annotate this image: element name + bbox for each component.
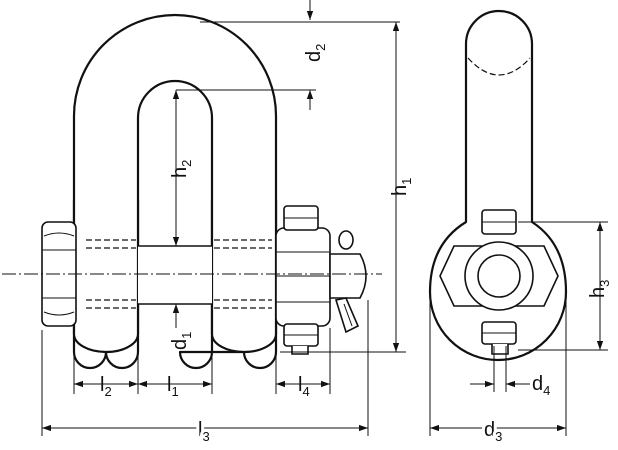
label-l1: l1 <box>167 374 179 399</box>
label-d3: d3 <box>484 419 502 444</box>
dimensions <box>41 0 608 436</box>
bow-right-arm-outline <box>210 200 278 354</box>
side-view <box>428 9 568 362</box>
label-l3: l3 <box>198 419 210 444</box>
label-d1: d1 <box>169 332 194 350</box>
small-nut-top <box>283 205 319 231</box>
label-h2: h2 <box>169 160 194 178</box>
label-h3: h3 <box>587 280 612 298</box>
side-small-nut-bottom <box>481 321 517 345</box>
label-l4: l4 <box>298 374 310 399</box>
cotter-pin <box>334 230 360 334</box>
hidden-arc <box>467 57 531 76</box>
side-small-nut-top <box>481 209 517 235</box>
label-d2: d2 <box>303 44 328 62</box>
side-bolt-tip <box>491 344 509 355</box>
pin-end <box>329 253 367 299</box>
front-view <box>2 13 382 370</box>
pin-shank <box>138 246 212 304</box>
small-nut-bottom <box>283 323 319 347</box>
label-d4: d4 <box>532 373 550 398</box>
bow-right-arm-foot <box>212 200 276 352</box>
label-h1: h1 <box>389 178 414 196</box>
bow-left-arm-outline <box>72 200 140 354</box>
dimension-labels: d2 h2 d1 h1 h3 l2 l1 l4 l3 d3 d4 <box>100 44 612 447</box>
bow-left-arm-foot <box>74 200 138 352</box>
side-pin-hole <box>477 254 521 298</box>
bolt-tip <box>291 346 309 355</box>
nut <box>275 227 331 327</box>
label-l2: l2 <box>100 374 112 399</box>
